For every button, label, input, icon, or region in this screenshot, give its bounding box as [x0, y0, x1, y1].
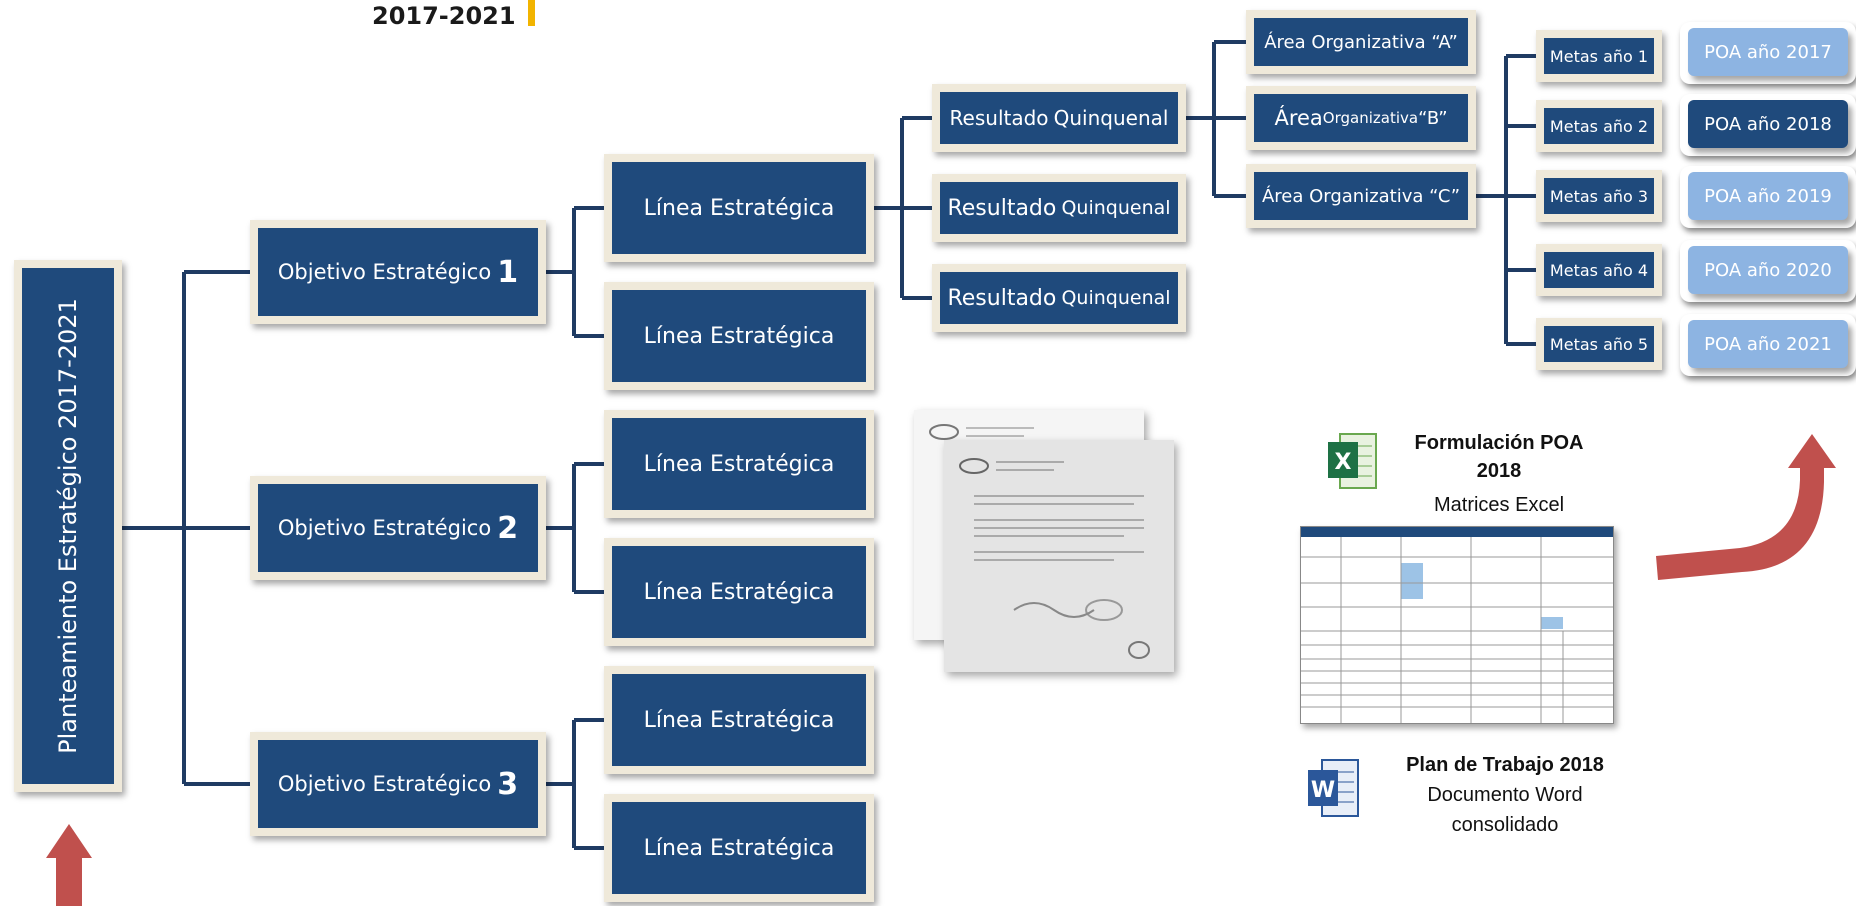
scanned-document-front — [944, 440, 1174, 672]
strategic-line-5: Línea Estratégica — [604, 666, 874, 774]
area-word: Área — [1274, 106, 1323, 130]
poa-card-2020: POA año 2020 — [1680, 240, 1856, 302]
strategic-line-6: Línea Estratégica — [604, 794, 874, 902]
area-label: Área Organizativa “C” — [1261, 185, 1461, 207]
result-qualifier: Quinquenal — [1061, 287, 1171, 309]
accent-bar — [528, 0, 535, 26]
root-label: Planteamiento Estratégico 2017-2021 — [54, 298, 82, 754]
five-year-result-1: Resultado Quinquenal — [932, 84, 1186, 152]
org-area-a: Área Organizativa “A” — [1246, 10, 1476, 74]
document-text-icon — [959, 458, 1150, 659]
yearly-goals-1: Metas año 1 — [1536, 30, 1662, 82]
svg-text:W: W — [1311, 778, 1335, 803]
svg-text:X: X — [1335, 450, 1352, 475]
poa-card-2017: POA año 2017 — [1680, 22, 1856, 84]
poa-card-2018: POA año 2018 — [1680, 94, 1856, 156]
poa-2018: POA año 2018 — [1688, 100, 1848, 148]
yearly-goals-5: Metas año 5 — [1536, 318, 1662, 370]
strategic-line-4: Línea Estratégica — [604, 538, 874, 646]
objective-label: Objetivo Estratégico — [277, 516, 492, 540]
root-strategic-plan: Planteamiento Estratégico 2017-2021 — [14, 260, 122, 792]
result-word: Resultado — [949, 106, 1049, 130]
excel-matrix-preview — [1300, 526, 1614, 724]
objective-number: 3 — [497, 766, 519, 802]
period-title: 2017-2021 — [372, 2, 516, 30]
poa-2020: POA año 2020 — [1688, 246, 1848, 294]
poa-2019: POA año 2019 — [1688, 172, 1848, 220]
strategic-line-2: Línea Estratégica — [604, 282, 874, 390]
yearly-goals-3: Metas año 3 — [1536, 170, 1662, 222]
five-year-result-3: Resultado Quinquenal — [932, 264, 1186, 332]
objective-label: Objetivo Estratégico — [277, 772, 492, 796]
yearly-goals-2: Metas año 2 — [1536, 100, 1662, 152]
excel-subtitle: Matrices Excel — [1433, 494, 1565, 516]
excel-title-2: 2018 — [1476, 460, 1522, 482]
result-word: Resultado — [947, 195, 1057, 221]
poa-card-2019: POA año 2019 — [1680, 166, 1856, 228]
word-line-2: consolidado — [1451, 814, 1559, 836]
area-qualifier: Organizativa — [1322, 109, 1419, 127]
strategic-line-3: Línea Estratégica — [604, 410, 874, 518]
word-title: Plan de Trabajo 2018 — [1406, 754, 1604, 776]
org-area-c: Área Organizativa “C” — [1246, 164, 1476, 228]
excel-title-1: Formulación POA — [1414, 432, 1584, 454]
poa-2017: POA año 2017 — [1688, 28, 1848, 76]
result-qualifier: Quinquenal — [1053, 106, 1169, 130]
objective-number: 2 — [497, 510, 519, 546]
org-area-b: Área Organizativa “B” — [1246, 86, 1476, 150]
document-lines-icon — [929, 424, 1034, 440]
strategic-line-1: Línea Estratégica — [604, 154, 874, 262]
excel-icon: X — [1326, 432, 1378, 492]
objective-number: 1 — [497, 254, 519, 290]
poa-2021: POA año 2021 — [1688, 320, 1848, 368]
area-label: Área Organizativa “A” — [1264, 31, 1458, 53]
yearly-goals-4: Metas año 4 — [1536, 244, 1662, 296]
objective-label: Objetivo Estratégico — [277, 260, 492, 284]
word-icon: W — [1306, 758, 1360, 820]
word-line-1: Documento Word — [1427, 784, 1583, 806]
result-word: Resultado — [947, 285, 1057, 311]
five-year-result-2: Resultado Quinquenal — [932, 174, 1186, 242]
poa-card-2021: POA año 2021 — [1680, 314, 1856, 376]
result-qualifier: Quinquenal — [1061, 197, 1171, 219]
area-letter: “B” — [1418, 107, 1448, 129]
